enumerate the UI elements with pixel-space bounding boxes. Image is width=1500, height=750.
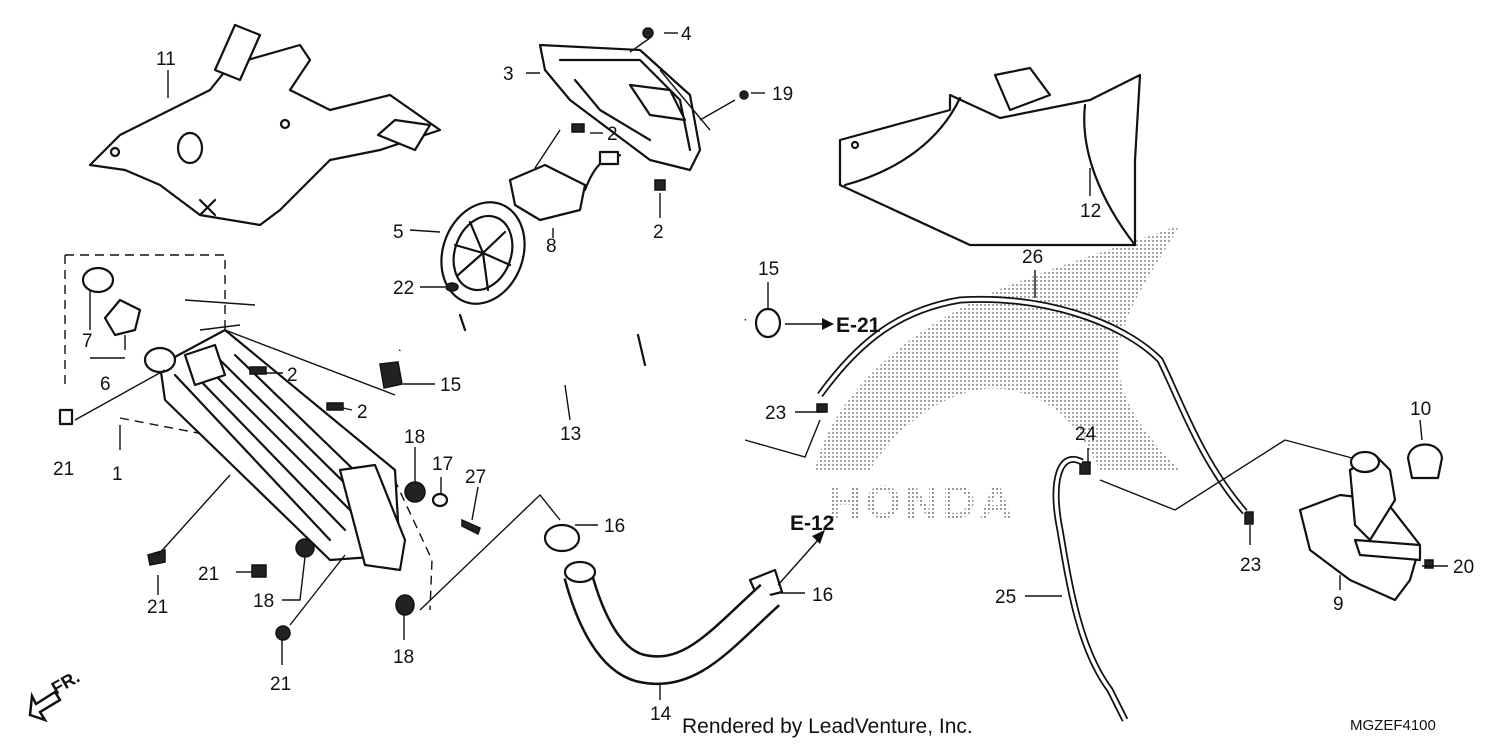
callout-21-left: 21 [53, 459, 74, 480]
part-11-plate [88, 23, 442, 227]
callout-18-middle: 18 [253, 591, 274, 612]
callout-24: 24 [1075, 424, 1097, 445]
callout-7: 7 [82, 331, 93, 352]
part-13-upper-hose [390, 300, 752, 421]
reference-arrows [744, 318, 834, 586]
callout-21-middle: 21 [198, 564, 219, 585]
callout-2-radiator-lower: 2 [357, 402, 368, 423]
callout-2-shroud-top: 2 [607, 124, 618, 145]
callout-6: 6 [100, 374, 111, 395]
part-9-reserve-tank [1099, 439, 1422, 602]
callout-22: 22 [393, 278, 414, 299]
part-25-overflow-tube [1025, 455, 1129, 722]
callout-15-lower: 15 [440, 375, 461, 396]
callout-11: 11 [156, 49, 176, 70]
callout-12: 12 [1080, 201, 1101, 222]
reference-e21[interactable]: E-21 [836, 314, 881, 337]
callout-1: 1 [112, 464, 123, 485]
part-10-reserve-cap [1406, 419, 1444, 480]
callout-8: 8 [546, 236, 557, 257]
honda-wing-watermark: HONDA [815, 225, 1180, 528]
front-direction-arrow: FR. [28, 667, 83, 723]
part-12-air-guide [838, 66, 1142, 247]
callout-13: 13 [560, 424, 581, 445]
callout-27: 27 [465, 467, 486, 488]
callout-16-lower: 16 [812, 585, 833, 606]
callout-2-shroud-bottom: 2 [653, 222, 664, 243]
part-7-cap [81, 266, 142, 359]
credit-text: Rendered by LeadVenture, Inc. [682, 715, 973, 738]
part-26-siphon-tube [817, 270, 1248, 515]
callout-leaders [119, 32, 1448, 665]
callout-20: 20 [1453, 557, 1474, 578]
fasteners [58, 27, 1434, 641]
callout-16-upper: 16 [604, 516, 625, 537]
callout-23-upper: 23 [765, 403, 786, 424]
callout-17: 17 [432, 454, 453, 475]
diagram-code: MGZEF4100 [1350, 717, 1436, 734]
callout-3: 3 [503, 64, 514, 85]
callout-18-upper: 18 [404, 427, 425, 448]
callout-2-radiator-upper: 2 [287, 365, 298, 386]
callout-25: 25 [995, 587, 1016, 608]
callout-19: 19 [772, 84, 793, 105]
part-3-fan-shroud [526, 37, 736, 172]
callout-18-lower: 18 [393, 647, 414, 668]
part-5-fan [440, 201, 526, 305]
callout-26: 26 [1022, 247, 1043, 268]
callout-labels: 1 2 2 2 2 3 4 5 6 7 8 9 10 11 12 13 14 1… [53, 24, 1474, 725]
callout-5: 5 [393, 222, 404, 243]
callout-9: 9 [1333, 594, 1344, 615]
reference-e12[interactable]: E-12 [790, 512, 834, 535]
callout-4: 4 [681, 24, 692, 45]
part-8-fan-motor [508, 129, 622, 238]
callout-21-bottom: 21 [270, 674, 291, 695]
callout-10: 10 [1410, 399, 1431, 420]
callout-21-bottom-left: 21 [147, 597, 168, 618]
callout-23-lower: 23 [1240, 555, 1261, 576]
honda-watermark-text: HONDA [828, 476, 1017, 528]
callout-14: 14 [650, 704, 672, 725]
part-14-lower-hose [419, 493, 781, 700]
part-1-radiator [64, 254, 433, 611]
callout-15-upper: 15 [758, 259, 779, 280]
